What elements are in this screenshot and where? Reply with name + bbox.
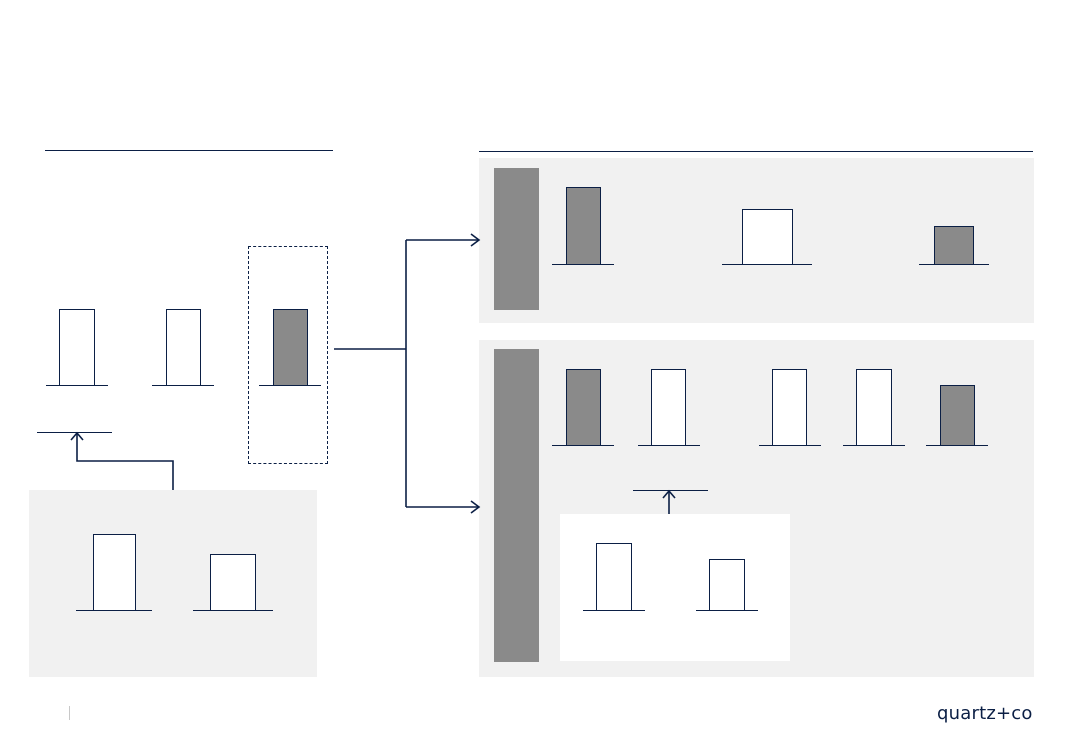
right-section-header-rule — [479, 151, 1033, 152]
inner-base-1 — [583, 610, 645, 611]
page-number-divider — [69, 706, 70, 720]
right-bottom-bar-1 — [566, 369, 601, 446]
right-top-base-2 — [722, 264, 812, 265]
right-top-bar-1 — [566, 187, 601, 265]
right-bottom-bar-5 — [940, 385, 975, 446]
right-bottom-bar-2 — [651, 369, 686, 446]
right-top-side-bar — [494, 168, 539, 310]
right-bottom-base-4 — [843, 445, 905, 446]
right-bottom-bar-4 — [856, 369, 892, 446]
left-row-base-1 — [46, 385, 108, 386]
left-row-bar-2 — [166, 309, 201, 386]
left-row-bar-3-highlighted — [273, 309, 308, 386]
right-bottom-side-bar — [494, 349, 539, 662]
right-bottom-bar-3 — [772, 369, 807, 446]
left-row-base-2 — [152, 385, 214, 386]
right-bottom-base-3 — [759, 445, 821, 446]
left-row-base-3 — [259, 385, 321, 386]
inner-bar-1 — [596, 543, 632, 611]
inner-base-2 — [696, 610, 758, 611]
arrow-up-icon — [662, 489, 676, 499]
right-bottom-base-1 — [552, 445, 614, 446]
left-row-bar-1 — [59, 309, 95, 386]
selected-item-dashed-frame — [248, 246, 328, 464]
left-panel-bar-2 — [210, 554, 256, 611]
right-bottom-base-2 — [638, 445, 700, 446]
arrow-right-icon — [470, 500, 481, 514]
right-top-base-1 — [552, 264, 614, 265]
left-bottom-panel — [29, 490, 317, 677]
left-up-connector — [76, 433, 174, 490]
left-panel-bar-1 — [93, 534, 136, 611]
left-panel-base-2 — [193, 610, 273, 611]
brand-logo: quartz+co — [937, 703, 1033, 724]
right-bottom-base-5 — [926, 445, 988, 446]
left-target-line — [37, 432, 112, 433]
left-section-header-rule — [45, 150, 333, 151]
arrow-right-icon — [470, 233, 481, 247]
right-top-base-3 — [919, 264, 989, 265]
inner-target-line — [633, 490, 708, 491]
arrow-up-icon — [70, 431, 84, 441]
left-panel-base-1 — [76, 610, 152, 611]
